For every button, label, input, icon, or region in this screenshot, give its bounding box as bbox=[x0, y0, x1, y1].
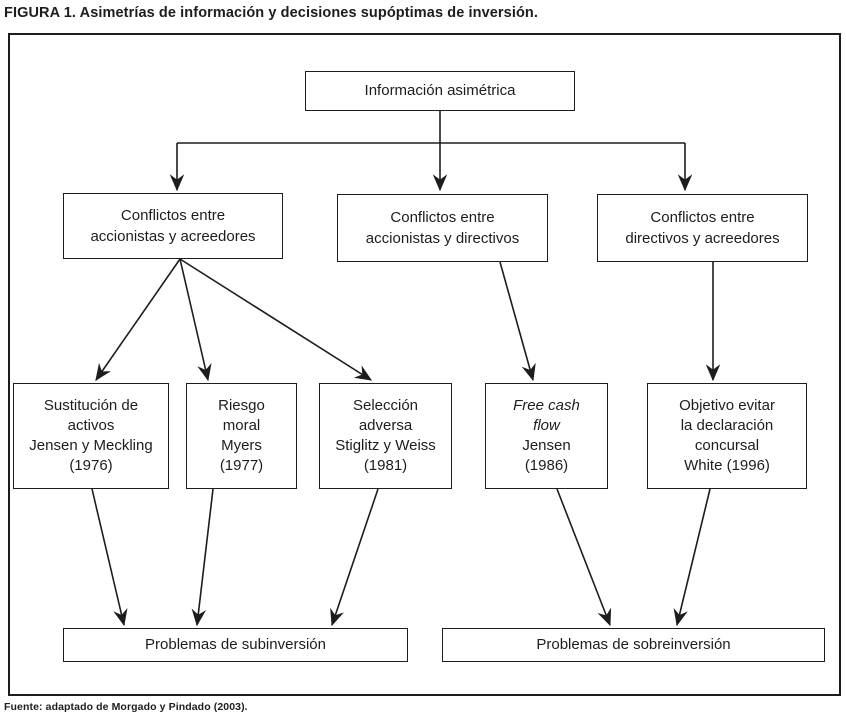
node-conflictos-accionistas-directivos: Conflictos entre accionistas y directivo… bbox=[337, 194, 548, 262]
node-label: activos bbox=[67, 417, 115, 434]
node-label: concursal bbox=[694, 437, 760, 454]
node-label: Información asimétrica bbox=[364, 82, 516, 99]
node-label: (1976) bbox=[69, 457, 113, 474]
node-label: la declaración bbox=[680, 417, 774, 434]
node-seleccion-adversa: Selección adversa Stiglitz y Weiss (1981… bbox=[319, 383, 452, 489]
node-conflictos-directivos-acreedores: Conflictos entre directivos y acreedores bbox=[597, 194, 808, 262]
node-label: (1986) bbox=[524, 457, 569, 474]
node-label: Jensen bbox=[522, 437, 571, 454]
node-label: Conflictos entre bbox=[650, 209, 755, 226]
node-label: accionistas y directivos bbox=[365, 230, 520, 247]
node-label: Riesgo bbox=[218, 397, 265, 414]
node-label: accionistas y acreedores bbox=[90, 228, 256, 245]
node-label: Selección bbox=[352, 397, 419, 414]
node-sustitucion-activos: Sustitución de activos Jensen y Meckling… bbox=[13, 383, 169, 489]
node-label: adversa bbox=[358, 417, 413, 434]
node-label: White (1996) bbox=[684, 457, 770, 474]
node-label: Myers bbox=[221, 437, 262, 454]
node-label: directivos y acreedores bbox=[625, 230, 780, 247]
node-label: Stiglitz y Weiss bbox=[335, 437, 436, 454]
node-conflictos-accionistas-acreedores: Conflictos entre accionistas y acreedore… bbox=[63, 193, 283, 259]
node-label: moral bbox=[222, 417, 261, 434]
figure-border bbox=[8, 33, 841, 696]
node-label: Conflictos entre bbox=[120, 207, 226, 224]
node-free-cash-flow: Free cash flow Jensen (1986) bbox=[485, 383, 608, 489]
node-problemas-sobreinversion: Problemas de sobreinversión bbox=[442, 628, 825, 662]
node-riesgo-moral: Riesgo moral Myers (1977) bbox=[186, 383, 297, 489]
node-objetivo-evitar-concursal: Objetivo evitar la declaración concursal… bbox=[647, 383, 807, 489]
node-label: flow bbox=[533, 417, 560, 434]
source-note: Fuente: adaptado de Morgado y Pindado (2… bbox=[4, 701, 248, 713]
node-label: Jensen y Meckling bbox=[29, 437, 153, 454]
node-label: Sustitución de bbox=[43, 397, 139, 414]
node-problemas-subinversion: Problemas de subinversión bbox=[63, 628, 408, 662]
node-label: Problemas de subinversión bbox=[145, 636, 326, 653]
node-label: (1977) bbox=[219, 457, 264, 474]
node-label: Free cash bbox=[513, 397, 580, 414]
node-label: Problemas de sobreinversión bbox=[536, 636, 731, 653]
node-label: (1981) bbox=[363, 457, 408, 474]
node-label: Conflictos entre bbox=[390, 209, 495, 226]
figure-title: FIGURA 1. Asimetrías de información y de… bbox=[4, 5, 539, 21]
node-label: Objetivo evitar bbox=[679, 397, 775, 414]
node-informacion-asimetrica: Información asimétrica bbox=[305, 71, 575, 111]
